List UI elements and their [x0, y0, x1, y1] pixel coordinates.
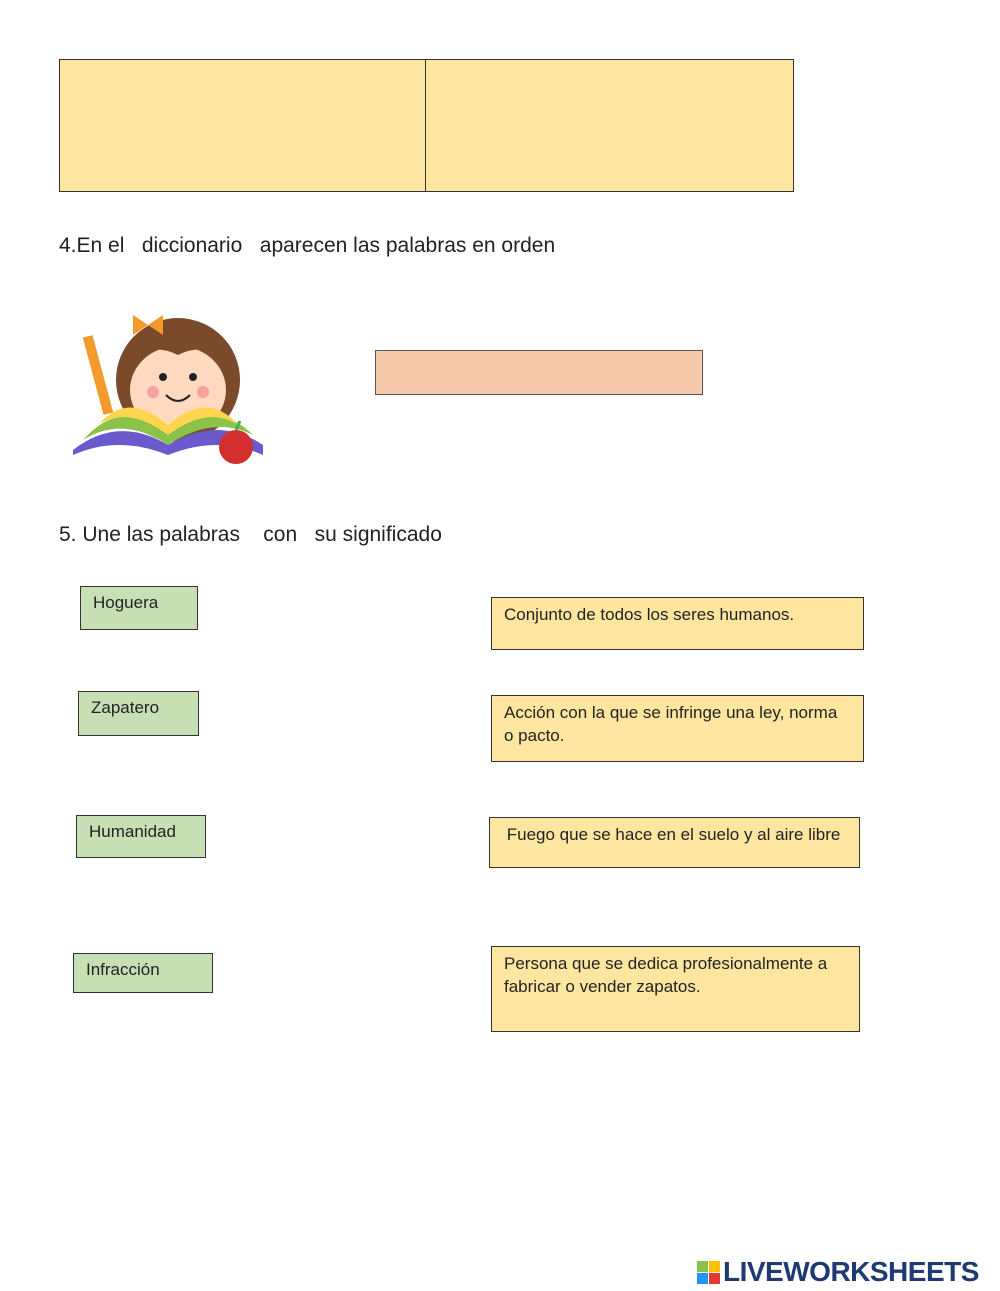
answer-box-right[interactable]	[425, 59, 794, 192]
word-zapatero[interactable]: Zapatero	[78, 691, 199, 736]
definition-4[interactable]: Persona que se dedica profesionalmente a…	[491, 946, 860, 1032]
girl-reading-illustration	[73, 315, 263, 464]
live-logo-icon	[697, 1260, 720, 1284]
word-humanidad[interactable]: Humanidad	[76, 815, 206, 858]
question-5-text: 5. Une las palabras con su significado	[59, 523, 442, 546]
order-answer-input[interactable]	[375, 350, 703, 395]
liveworksheets-logo: LIVEWORKSHEETS	[697, 1256, 979, 1288]
word-hoguera[interactable]: Hoguera	[80, 586, 198, 630]
definition-2[interactable]: Acción con la que se infringe una ley, n…	[491, 695, 864, 762]
answer-box-left[interactable]	[59, 59, 426, 192]
word-infraccion[interactable]: Infracción	[73, 953, 213, 993]
question-4-text: 4.En el diccionario aparecen las palabra…	[59, 234, 556, 257]
definition-1[interactable]: Conjunto de todos los seres humanos.	[491, 597, 864, 650]
brand-name: LIVEWORKSHEETS	[723, 1256, 979, 1287]
definition-3[interactable]: Fuego que se hace en el suelo y al aire …	[489, 817, 860, 868]
